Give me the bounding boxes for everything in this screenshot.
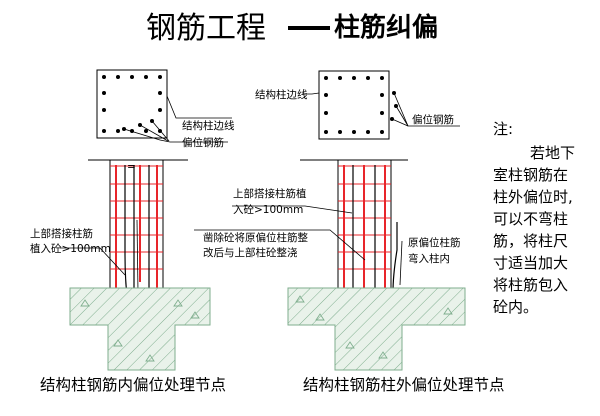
left-caption: 结构柱钢筋内偏位处理节点 xyxy=(40,376,226,394)
right-section-plan xyxy=(302,70,460,140)
note-line-5: 筋，将柱尺 xyxy=(493,232,568,250)
right-caption: 结构柱钢筋柱外偏位处理节点 xyxy=(303,376,505,394)
note-block: 注: 若地下 室柱钢筋在 柱外偏位时, 可以不弯柱 筋，将柱尺 寸适当加大 将柱… xyxy=(493,120,575,316)
left-slab-concrete xyxy=(69,287,211,371)
note-line-3: 柱外偏位时, xyxy=(493,188,573,206)
left-label-upper-1: 上部搭接柱筋 xyxy=(30,227,93,240)
right-aggregate-marks xyxy=(295,295,453,359)
svg-text:=: = xyxy=(127,161,136,173)
right-slab-concrete xyxy=(287,287,466,371)
note-line-8: 砼内。 xyxy=(493,298,538,316)
right-section-rebar-dots xyxy=(324,76,398,134)
note-line-2: 室柱钢筋在 xyxy=(493,166,568,184)
left-label-offset-bar: 偏位钢筋 xyxy=(182,136,224,149)
note-line-1: 若地下 xyxy=(530,144,575,162)
note-line-4: 可以不弯柱 xyxy=(493,210,568,228)
left-label-upper-2: 植入砼>100mm xyxy=(30,242,111,255)
left-aggregate-marks xyxy=(80,299,200,362)
right-label-offset-bar: 偏位钢筋 xyxy=(412,113,454,126)
right-label-original-2: 弯入柱内 xyxy=(408,252,450,265)
title-dash xyxy=(288,26,330,30)
note-line-6: 寸适当加大 xyxy=(493,254,568,272)
left-label-edge: 结构柱边线 xyxy=(182,119,235,132)
left-section-rebar-dots xyxy=(102,75,162,133)
right-label-chisel-1: 凿除砼将原偏位柱筋整 xyxy=(203,231,308,244)
left-stirrups xyxy=(110,165,163,270)
title-sub: 柱筋纠偏 xyxy=(334,12,438,43)
right-label-edge: 结构柱边线 xyxy=(255,88,308,101)
right-vertical-rebars xyxy=(343,165,386,298)
right-label-chisel-2: 改后与上部柱砼整浇 xyxy=(203,246,298,259)
right-label-upper-2: 入砼>100mm xyxy=(233,203,303,216)
right-label-original-1: 原偏位柱筋 xyxy=(408,236,461,249)
right-label-upper-1: 上部搭接柱筋植 xyxy=(233,187,307,200)
note-line-7: 将柱筋包入 xyxy=(493,276,568,294)
left-vertical-rebars xyxy=(115,165,158,298)
note-heading: 注: xyxy=(493,120,513,138)
left-section-plan xyxy=(96,69,232,143)
title-main: 钢筋工程 xyxy=(146,11,266,46)
